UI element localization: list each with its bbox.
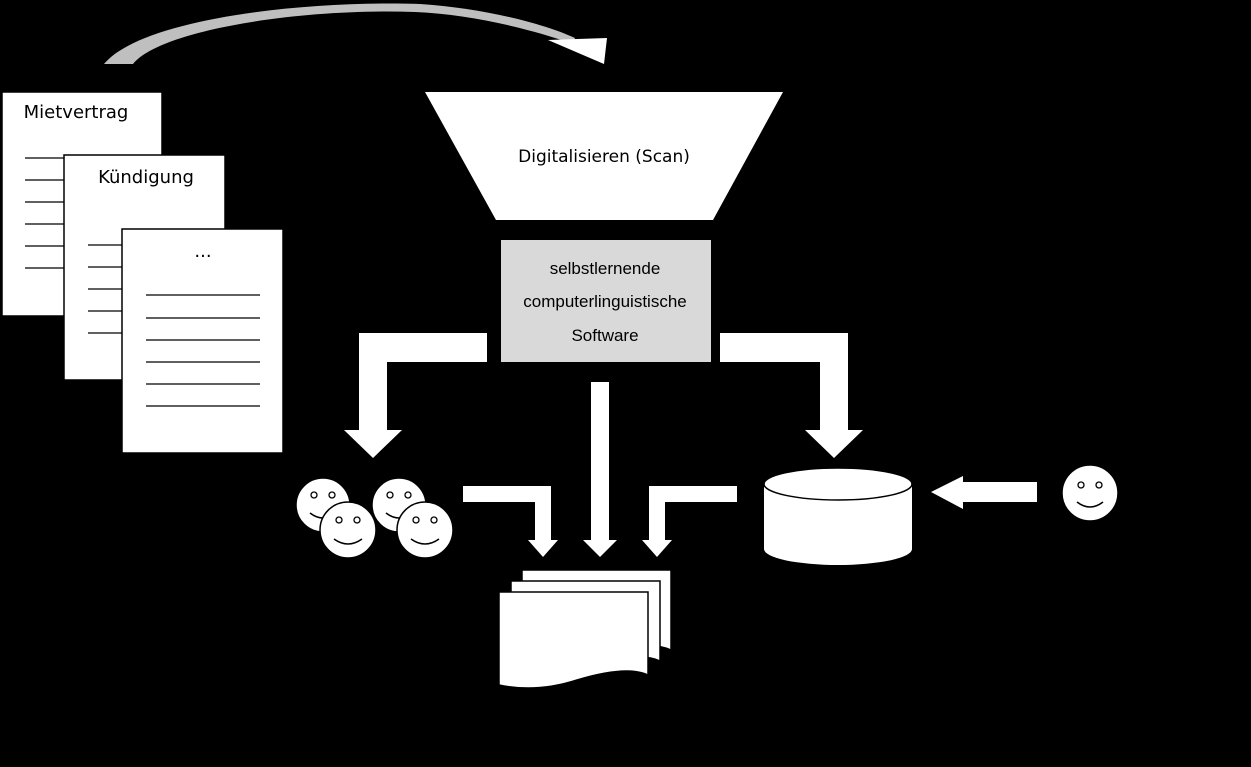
software-line-1: selbstlernende bbox=[550, 259, 661, 278]
smiley-face-icon bbox=[396, 501, 454, 559]
document-page-more: ... bbox=[121, 228, 284, 454]
multi-document-icon bbox=[498, 569, 672, 689]
arrow-software-to-crowd bbox=[344, 333, 487, 458]
document-title-more: ... bbox=[194, 241, 211, 262]
database-icon bbox=[763, 467, 913, 565]
curved-arrow-body bbox=[104, 3, 575, 64]
funnel-label: Digitalisieren (Scan) bbox=[518, 147, 690, 167]
scan-funnel: Digitalisieren (Scan) bbox=[425, 92, 783, 220]
arrow-crowd-to-output bbox=[463, 486, 558, 557]
arrow-user-to-storage bbox=[931, 476, 1037, 509]
smiley-face-icon bbox=[319, 501, 377, 559]
curved-arrow bbox=[104, 3, 607, 64]
software-line-3: Software bbox=[571, 326, 638, 345]
arrow-storage-to-output bbox=[642, 486, 737, 557]
software-box: selbstlernende computerlinguistische Sof… bbox=[501, 240, 711, 362]
document-stack: Mietvertrag Kündigung bbox=[1, 91, 284, 454]
smiley-face-icon bbox=[1061, 464, 1119, 522]
software-line-2: computerlinguistische bbox=[523, 292, 686, 311]
document-title-mietvertrag: Mietvertrag bbox=[24, 102, 129, 123]
document-title-kuendigung: Kündigung bbox=[98, 167, 194, 188]
arrow-software-to-output bbox=[583, 382, 617, 557]
curved-arrow-head bbox=[548, 38, 607, 64]
crowd-group bbox=[295, 477, 454, 559]
arrow-software-to-storage bbox=[720, 333, 863, 458]
